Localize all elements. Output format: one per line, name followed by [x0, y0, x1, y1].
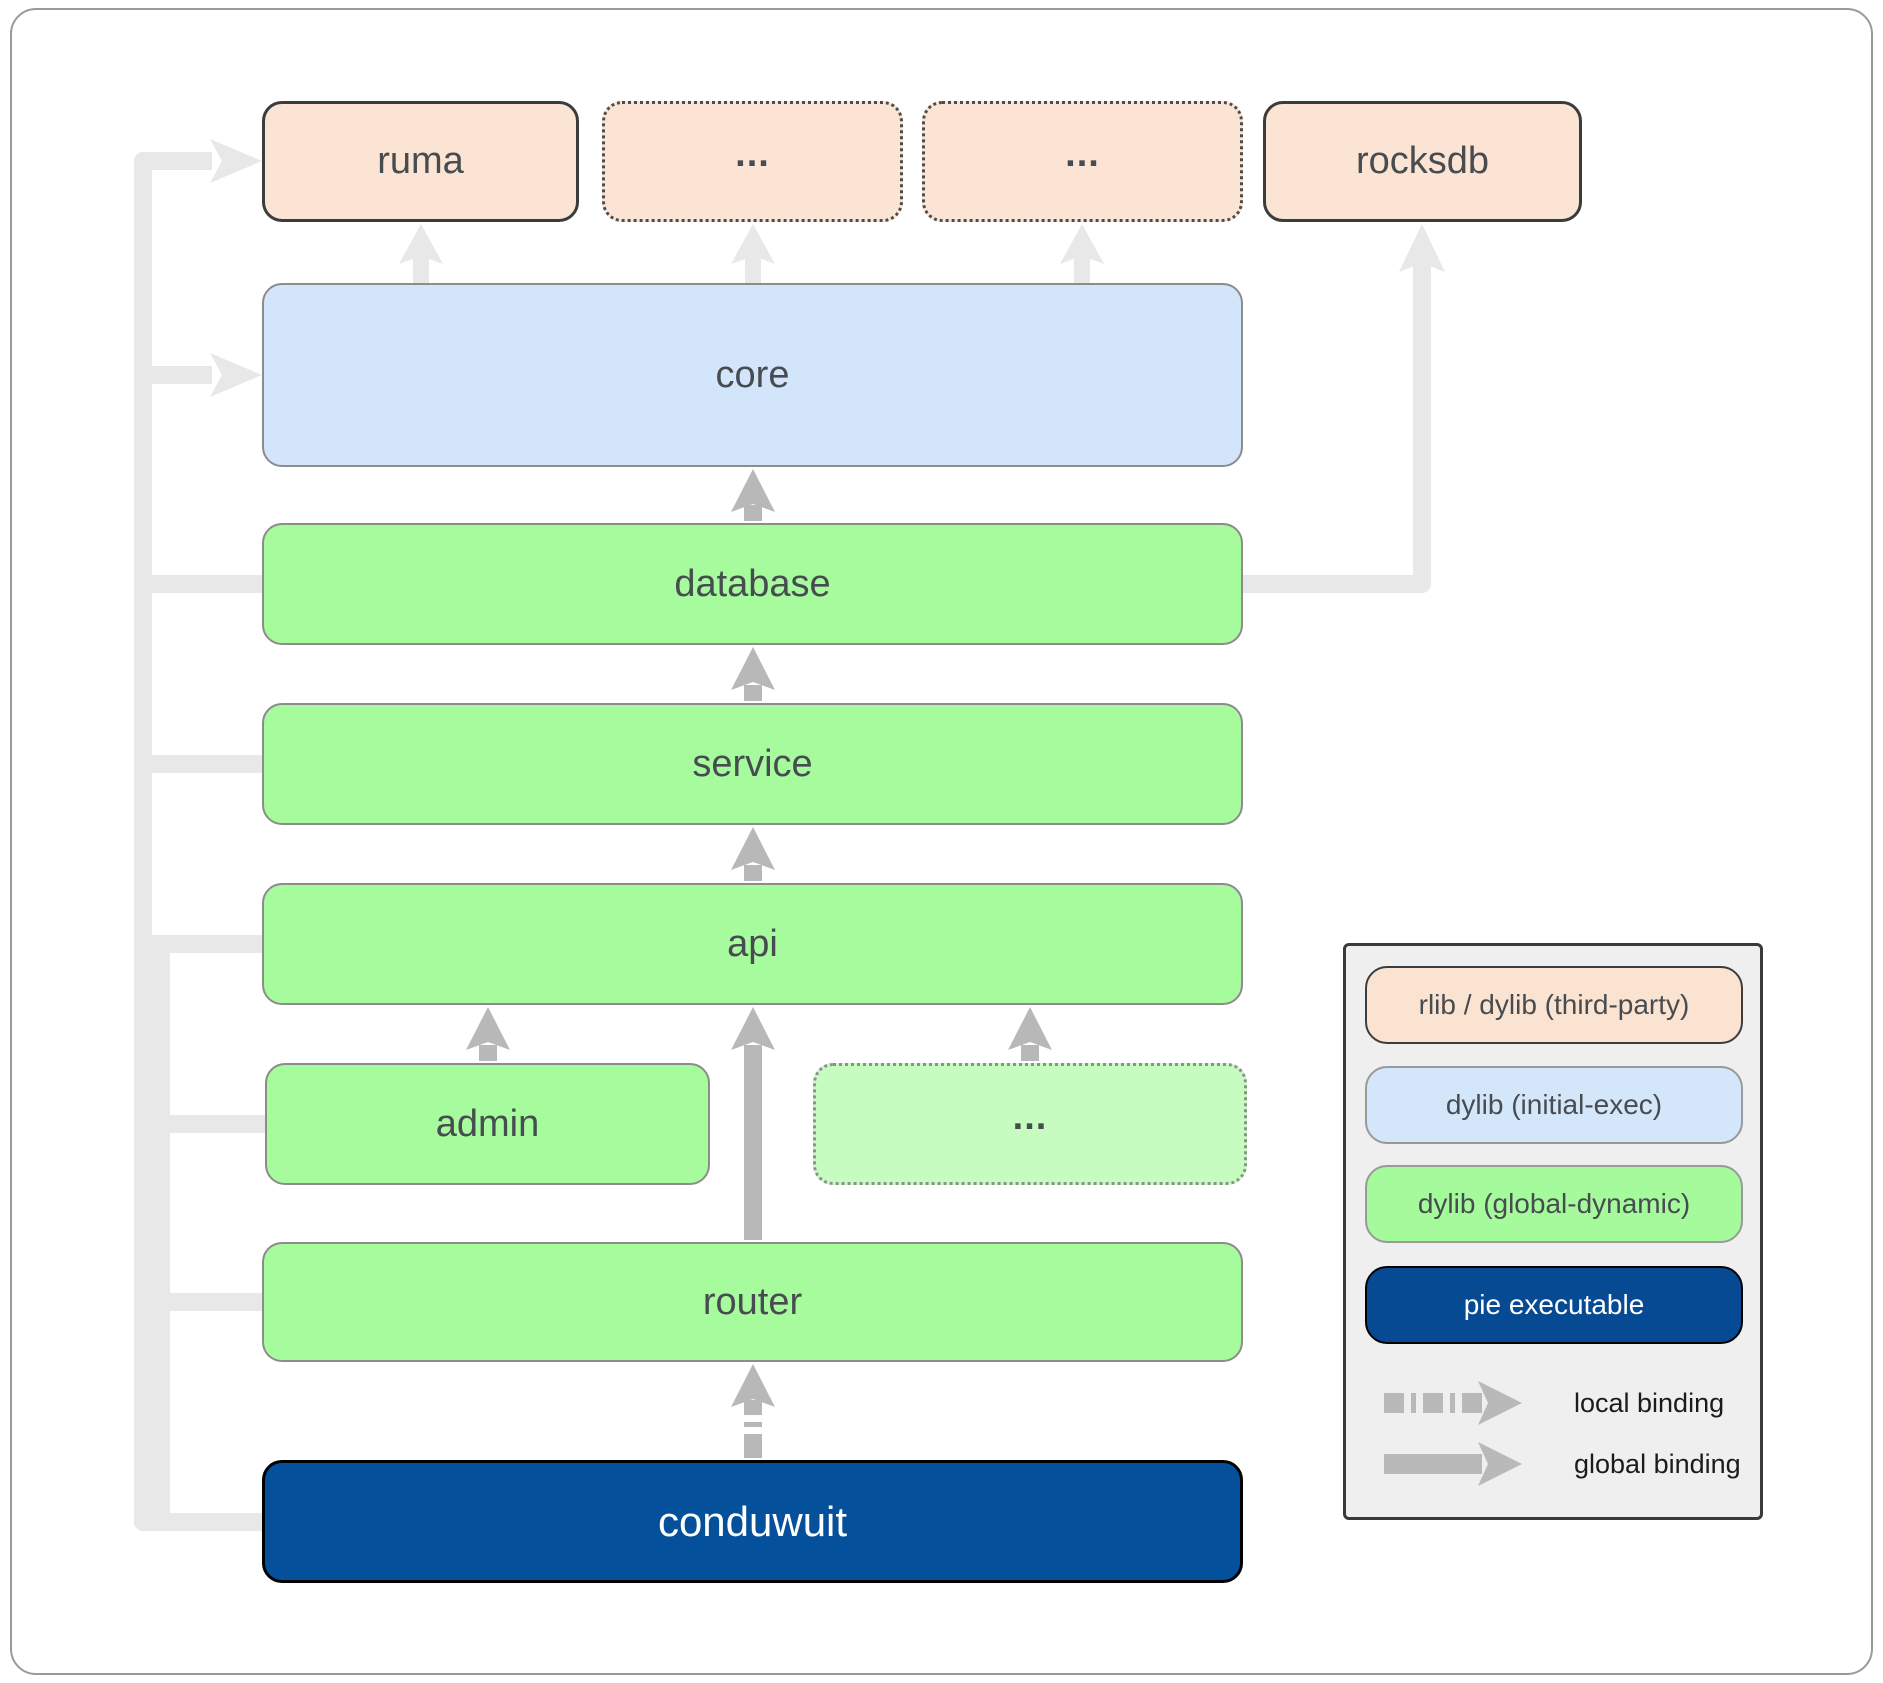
legend-local-binding-row: local binding — [1382, 1379, 1750, 1427]
arrowhead-into-api-from-more3 — [1008, 1007, 1052, 1050]
node-api: api — [262, 883, 1243, 1005]
arrowhead-into-ruma — [210, 139, 262, 183]
arrowhead-into-api-from-router — [731, 1007, 775, 1050]
global-binding-label: global binding — [1574, 1448, 1741, 1479]
node-api-label: api — [727, 922, 778, 965]
node-rocksdb-label: rocksdb — [1355, 140, 1490, 182]
global-binding-arrows — [479, 505, 1039, 1458]
light-arrowheads — [210, 139, 1445, 397]
global-binding-arrow-icon — [1384, 1442, 1522, 1486]
legend-item-initial-exec: dylib (initial-exec) — [1365, 1066, 1743, 1144]
node-database-label: database — [674, 562, 831, 605]
legend-item-initial-exec-label: dylib (initial-exec) — [1445, 1089, 1663, 1120]
medium-arrowheads — [466, 469, 1052, 1407]
outer-frame — [10, 8, 1873, 1675]
node-more3-label: ... — [1012, 1095, 1048, 1138]
legend-item-pie-executable-label: pie executable — [1463, 1289, 1645, 1320]
legend-global-binding-row: global binding — [1382, 1440, 1750, 1488]
arrowhead-into-rocksdb — [1399, 224, 1445, 272]
arrowhead-into-database — [731, 647, 775, 690]
left-edge-bundle — [134, 152, 1431, 1531]
arrowhead-into-api-from-admin — [466, 1007, 510, 1050]
arrowhead-into-core — [210, 353, 262, 397]
node-core: core — [262, 283, 1243, 467]
node-rocksdb: rocksdb — [1263, 101, 1582, 222]
node-more2-label: ... — [1065, 133, 1100, 175]
node-ruma-label: ruma — [377, 140, 464, 182]
edge-database-rocksdb — [1243, 252, 1431, 593]
node-more1-label: ... — [735, 133, 770, 175]
node-conduwuit-label: conduwuit — [657, 1497, 848, 1545]
node-api-more: ... — [813, 1063, 1247, 1185]
node-service: service — [262, 703, 1243, 825]
node-database: database — [262, 523, 1243, 645]
legend-item-third-party-label: rlib / dylib (third-party) — [1418, 989, 1690, 1020]
node-router-label: router — [702, 1280, 803, 1323]
node-admin: admin — [265, 1063, 710, 1185]
legend-item-global-dynamic: dylib (global-dynamic) — [1365, 1165, 1743, 1243]
arrowhead-into-router — [731, 1364, 775, 1407]
legend-item-third-party: rlib / dylib (third-party) — [1365, 966, 1743, 1044]
arrowhead-core-ruma — [399, 224, 443, 264]
edge-conduwuit-ruma — [134, 152, 262, 1531]
local-binding-arrow-icon — [1384, 1381, 1522, 1425]
arrowhead-core-more2 — [1060, 224, 1104, 264]
legend-item-pie-executable: pie executable — [1365, 1266, 1743, 1344]
legend-item-global-dynamic-label: dylib (global-dynamic) — [1417, 1188, 1691, 1219]
node-service-label: service — [692, 742, 813, 785]
node-third-party-more-1: ... — [602, 101, 903, 222]
node-conduwuit: conduwuit — [262, 1460, 1243, 1583]
node-router: router — [262, 1242, 1243, 1362]
local-binding-label: local binding — [1574, 1387, 1725, 1418]
legend-panel: rlib / dylib (third-party) dylib (initia… — [1343, 943, 1763, 1520]
node-ruma: ruma — [262, 101, 579, 222]
node-third-party-more-2: ... — [922, 101, 1243, 222]
arrowhead-core-more1 — [731, 224, 775, 264]
node-core-label: core — [715, 353, 790, 396]
arrowhead-into-core-from-database — [731, 469, 775, 512]
node-admin-label: admin — [435, 1102, 540, 1145]
arrowhead-into-service — [731, 827, 775, 870]
